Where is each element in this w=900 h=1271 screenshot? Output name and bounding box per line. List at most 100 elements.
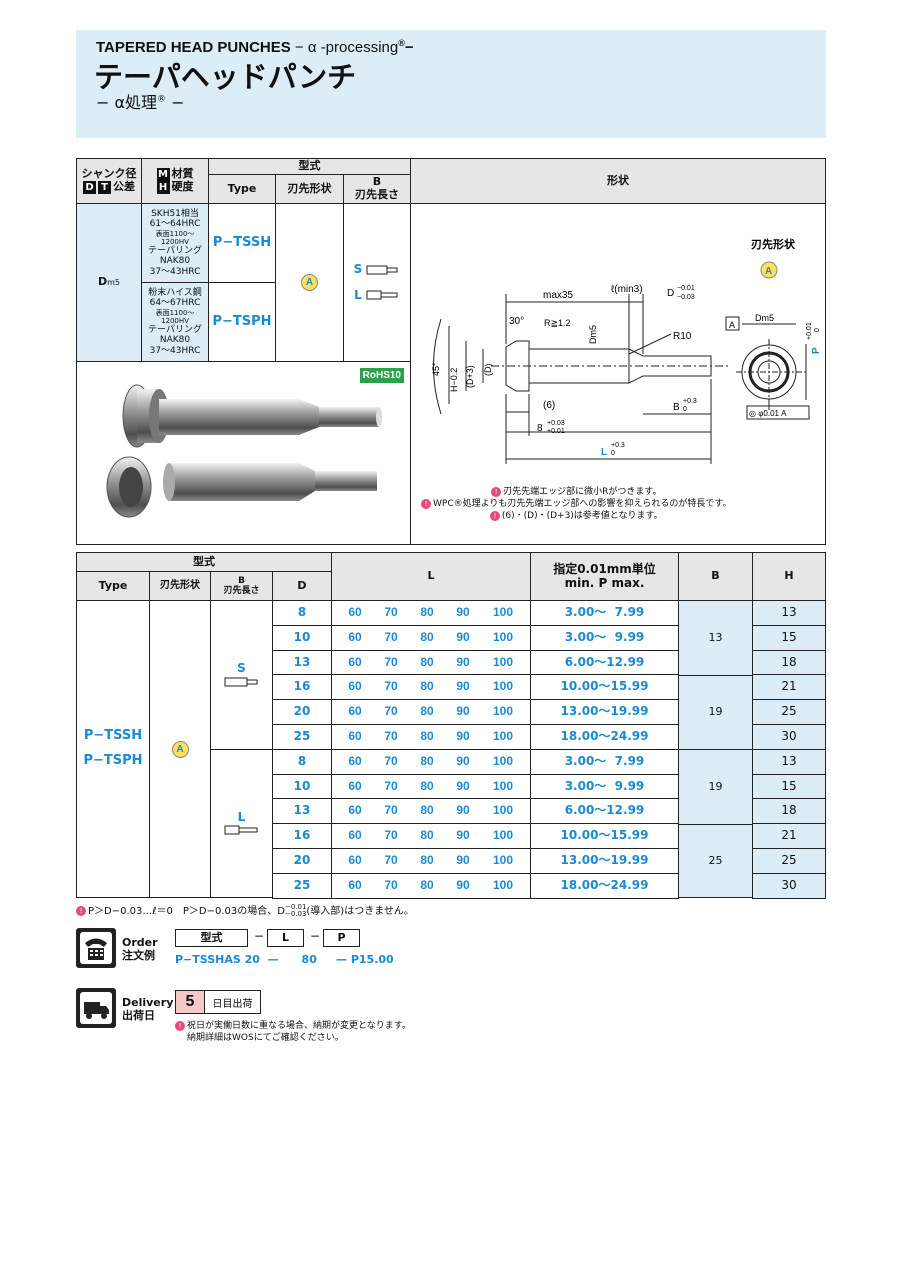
row-h: 18 (752, 650, 826, 675)
b-group: 19 (678, 749, 753, 825)
delivery-days: 5 (176, 991, 204, 1013)
row-l-value: 80 (420, 878, 434, 892)
row-l-value: 60 (348, 754, 362, 768)
dim-eight-up: +0.03 (547, 420, 565, 427)
drawing-tip-badge: A (765, 266, 772, 277)
row-l-value: 60 (348, 704, 362, 718)
row-l-value: 70 (384, 754, 398, 768)
row-l-value: 90 (456, 878, 470, 892)
order-sep: − (310, 929, 321, 943)
note-icon: ! (76, 906, 86, 916)
header-tip-shape: 刃先形状 (275, 174, 344, 204)
size-header-l: L (331, 552, 531, 601)
row-p-range: 13.00〜19.99 (530, 699, 679, 725)
delivery-text: 日目出荷 (204, 991, 260, 1013)
size-header-bcol: B (678, 552, 753, 601)
row-l-value: 60 (348, 729, 362, 743)
row-l-value: 90 (456, 803, 470, 817)
size-b-s-cell: S (210, 600, 273, 750)
note-icon: ! (491, 486, 502, 497)
row-l-value: 80 (420, 679, 434, 693)
size-header-d: D (272, 571, 332, 601)
dim-dm5: Dm5 (588, 325, 598, 344)
row-l-value: 70 (384, 655, 398, 669)
row-l-value: 100 (492, 704, 514, 718)
long-tip-icon (366, 290, 398, 300)
row-l-value: 90 (456, 779, 470, 793)
dim-max35: max35 (543, 290, 573, 301)
row-p-range: 6.00〜12.99 (530, 650, 679, 675)
punch-dimension-drawing: 刃先形状 A max35 ℓ(min3) D −0.01 −0.03 30° R… (431, 237, 822, 464)
dim-d3: (D+3) (465, 365, 475, 388)
row-l-value: 60 (348, 828, 362, 842)
long-tip-icon (224, 825, 257, 835)
size-header-h: H (752, 552, 826, 601)
size-type-p-tssh: P−TSSH (83, 728, 143, 744)
product-photo: RoHS10 (76, 361, 411, 545)
row-h: 15 (752, 625, 826, 651)
dim-six: (6) (543, 400, 555, 411)
technical-drawing: 刃先形状 A max35 ℓ(min3) D −0.01 −0.03 30° R… (410, 203, 826, 545)
row-d: 8 (272, 600, 332, 626)
b-length-cell: S L (343, 203, 411, 362)
size-footnote: !P＞D−0.03…ℓ＝0 P＞D−0.03の場合、D−0.01−0.03(導入… (76, 902, 414, 918)
row-l-value: 80 (420, 729, 434, 743)
dim-d-tol-dn: −0.03 (677, 294, 695, 301)
size-tip-cell: A (149, 600, 211, 898)
row-d: 10 (272, 774, 332, 799)
dim-d: (D) (483, 364, 493, 377)
row-l-value: 100 (492, 679, 514, 693)
row-l-value: 80 (420, 853, 434, 867)
row-p-range: 10.00〜15.99 (530, 674, 679, 700)
dim-h02: H−0.2 (449, 368, 459, 392)
row-l-value: 60 (348, 803, 362, 817)
type-p-tsph: P−TSPH (208, 282, 276, 362)
row-d: 8 (272, 749, 332, 775)
row-d: 10 (272, 625, 332, 651)
row-l-value: 70 (384, 803, 398, 817)
row-p-range: 3.00〜 9.99 (530, 774, 679, 799)
row-p-range: 13.00〜19.99 (530, 848, 679, 874)
note-icon: ! (489, 510, 500, 521)
row-l-value: 90 (456, 630, 470, 644)
order-h-p: P (323, 929, 360, 947)
short-tip-icon (224, 677, 257, 687)
row-l-value: 70 (384, 878, 398, 892)
row-l-value: 100 (492, 655, 514, 669)
size-b-l-cell: L (210, 749, 273, 898)
row-l-value: 80 (420, 630, 434, 644)
row-d: 20 (272, 699, 332, 725)
row-p-range: 10.00〜15.99 (530, 823, 679, 849)
size-header-katashiki: 型式 (76, 552, 332, 572)
dim-d-tol: D (667, 288, 674, 299)
size-type-p-tsph: P−TSPH (83, 753, 143, 768)
note-icon: ! (421, 498, 431, 509)
row-l-value: 60 (348, 630, 362, 644)
b-l-label: L (354, 287, 362, 302)
delivery-box: 5 日目出荷 (175, 990, 261, 1014)
note-icon: ! (175, 1020, 185, 1031)
title-english: TAPERED HEAD PUNCHES − α -processing®− (96, 38, 414, 56)
row-l-value: 60 (348, 605, 362, 619)
order-example: P−TSSHAS 20 — 80 — P15.00 (175, 953, 394, 966)
rohs-badge: RoHS10 (359, 368, 404, 383)
b-group: 13 (678, 600, 753, 676)
dim-l: L (601, 447, 607, 458)
row-l-value: 90 (456, 828, 470, 842)
row-l-value: 60 (348, 779, 362, 793)
row-l-value: 80 (420, 754, 434, 768)
row-d: 20 (272, 848, 332, 874)
row-l-value: 80 (420, 704, 434, 718)
dim-p: P (811, 347, 822, 354)
dim-p-dn: 0 (814, 328, 821, 332)
dim-eight: 8 (537, 423, 543, 434)
row-l-value: 100 (492, 729, 514, 743)
type-p-tssh: P−TSSH (208, 203, 276, 283)
row-h: 15 (752, 774, 826, 799)
tip-a-badge: A (301, 274, 318, 291)
